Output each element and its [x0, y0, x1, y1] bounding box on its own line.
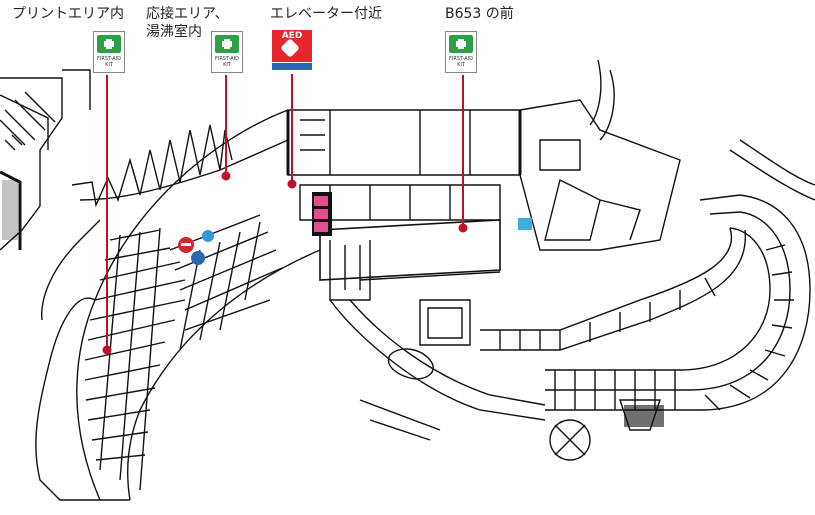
central-block	[286, 109, 546, 441]
aed-text: AED	[281, 31, 303, 41]
upper-right-building	[519, 59, 681, 251]
label-elevator: エレベーター付近	[270, 6, 382, 22]
label-b653: B653 の前	[445, 6, 514, 22]
label-print-area: プリントエリア内	[12, 6, 124, 22]
marker-leaders	[106, 74, 464, 350]
core-signage	[178, 218, 532, 265]
first-aid-kit-icon: FIRST-AID KIT	[445, 31, 477, 73]
elevator-bank	[312, 192, 332, 236]
first-aid-kit-icon: FIRST-AID KIT	[93, 31, 125, 73]
top-left-building	[0, 69, 91, 251]
parking-ring	[480, 139, 815, 461]
first-aid-kit-text: FIRST-AID KIT	[448, 56, 474, 68]
first-aid-kit-text: FIRST-AID KIT	[96, 56, 122, 68]
curved-office-wing	[35, 109, 321, 501]
aed-icon: AED	[270, 28, 314, 72]
stair-hatches	[2, 180, 664, 427]
label-reception-line1: 応接エリア、	[146, 6, 229, 22]
first-aid-kit-icon: FIRST-AID KIT	[211, 31, 243, 73]
label-reception-line2: 湯沸室内	[146, 24, 202, 40]
marker-dots	[102, 171, 468, 355]
first-aid-kit-text: FIRST-AID KIT	[214, 56, 240, 68]
